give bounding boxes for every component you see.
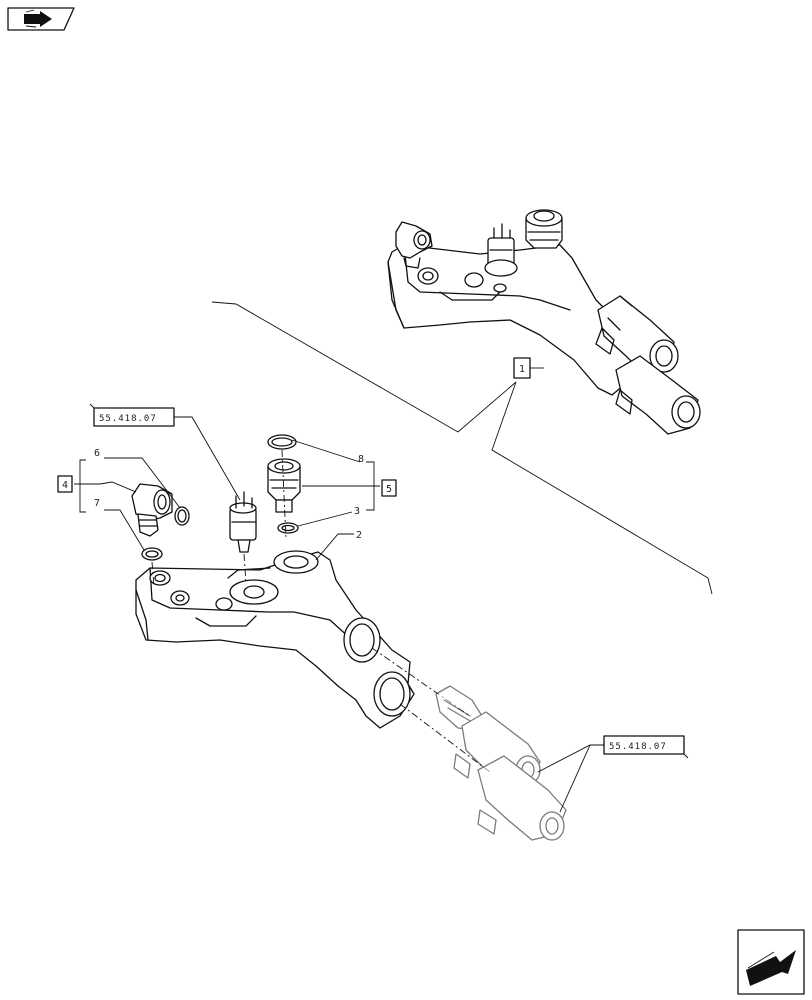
svg-text:8: 8 <box>358 454 364 465</box>
svg-text:2: 2 <box>356 530 362 541</box>
svg-text:1: 1 <box>519 364 525 375</box>
valve-body-casting <box>135 550 415 729</box>
alignment-lines <box>151 449 491 773</box>
svg-text:3: 3 <box>354 506 360 517</box>
callout-2[interactable]: 2 <box>315 530 362 561</box>
svg-text:55.418.07: 55.418.07 <box>99 414 157 424</box>
callout-1[interactable]: 1 <box>513 357 531 379</box>
solenoid-cartridges-exploded <box>435 685 567 841</box>
elbow-fitting-exploded <box>131 483 190 561</box>
callout-bracket-4 <box>74 457 181 551</box>
svg-text:6: 6 <box>94 448 100 459</box>
callout-4[interactable]: 4 <box>57 475 73 493</box>
svg-text:4: 4 <box>62 480 68 491</box>
reference-label-bottom[interactable]: 55.418.07 <box>537 735 689 813</box>
callout-7[interactable]: 7 <box>94 498 100 509</box>
svg-text:7: 7 <box>94 498 100 509</box>
callout-5[interactable]: 5 <box>381 479 397 497</box>
callout-8[interactable]: 8 <box>358 454 364 465</box>
assembled-valve-body <box>387 209 701 435</box>
callout-3[interactable]: 3 <box>354 506 360 517</box>
svg-text:5: 5 <box>386 484 392 495</box>
callout-6[interactable]: 6 <box>94 448 100 459</box>
pressure-switch-exploded <box>229 491 257 553</box>
callout-bracket-5 <box>291 439 380 527</box>
book-arrow-icon[interactable] <box>7 7 75 31</box>
leader-lines-assembly <box>211 301 713 595</box>
plug-fitting-exploded <box>267 434 301 534</box>
reference-label-top[interactable]: 55.418.07 <box>89 403 241 501</box>
svg-text:55.418.07: 55.418.07 <box>609 742 667 752</box>
next-page-arrow-icon[interactable] <box>737 929 805 995</box>
